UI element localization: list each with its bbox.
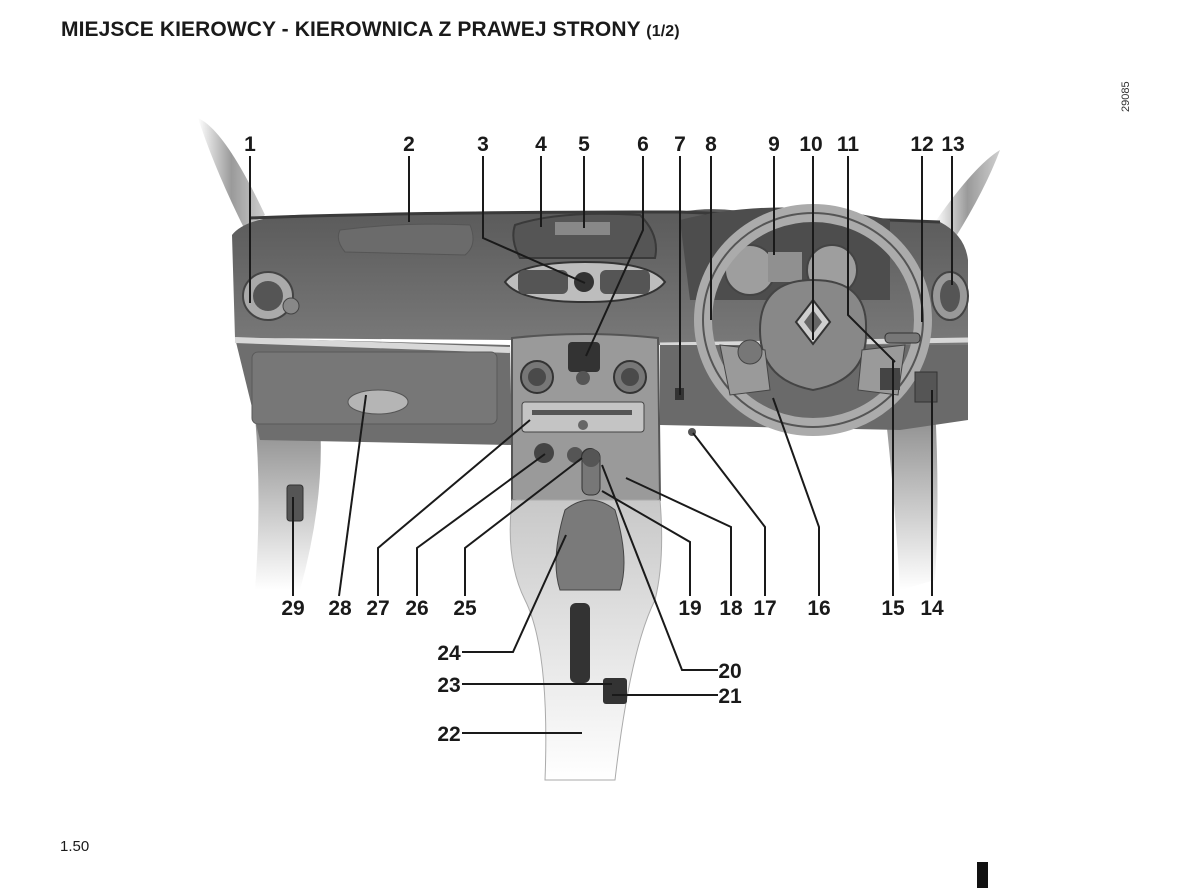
- callout-numbers: 1 2 3 4 5 6 7 8 9 10 11 12 13 14 15 16 1…: [244, 133, 965, 746]
- callout-18: 18: [719, 597, 743, 620]
- callout-21: 21: [718, 685, 742, 708]
- central-display-housing: [512, 212, 657, 259]
- callout-29: 29: [281, 597, 304, 620]
- bonnet-release-handle: [286, 484, 304, 522]
- right-door-panel: [885, 405, 938, 590]
- callout-24: 24: [437, 642, 461, 665]
- callout-4: 4: [535, 133, 547, 156]
- callout-12: 12: [910, 133, 933, 156]
- callout-6: 6: [637, 133, 649, 156]
- callout-14: 14: [920, 597, 944, 620]
- callout-26: 26: [405, 597, 428, 620]
- page-number: 1.50: [60, 838, 90, 855]
- callout-28: 28: [328, 597, 352, 620]
- callout-25: 25: [453, 597, 477, 620]
- callout-2: 2: [403, 133, 415, 156]
- callout-15: 15: [881, 597, 905, 620]
- callout-27: 27: [366, 597, 389, 620]
- callout-16: 16: [807, 597, 830, 620]
- callout-19: 19: [678, 597, 701, 620]
- page-part-indicator: (1/2): [646, 23, 680, 40]
- callout-22: 22: [437, 723, 460, 746]
- callout-8: 8: [705, 133, 717, 156]
- callout-10: 10: [799, 133, 822, 156]
- cluster-display: [768, 252, 802, 282]
- callout-13: 13: [941, 133, 964, 156]
- callout-11: 11: [837, 133, 860, 156]
- right-stalk: [884, 332, 921, 344]
- gear-lever-boot: [555, 499, 625, 591]
- callout-leaders: [249, 156, 953, 734]
- glovebox-handle: [347, 389, 409, 415]
- callout-17: 17: [753, 597, 776, 620]
- callout-1: 1: [244, 133, 256, 156]
- hazard-switch: [568, 342, 600, 372]
- callout-20: 20: [718, 660, 741, 683]
- callout-9: 9: [768, 133, 780, 156]
- callout-7: 7: [674, 133, 686, 156]
- page-edge-marker: [977, 862, 988, 888]
- page-title-text: MIEJSCE KIEROWCY - KIEROWNICA Z PRAWEJ S…: [61, 18, 641, 41]
- radio-unit: [521, 401, 645, 433]
- callout-3: 3: [477, 133, 489, 156]
- left-a-pillar: [198, 118, 265, 230]
- page-title: MIEJSCE KIEROWCY - KIEROWNICA Z PRAWEJ S…: [61, 18, 680, 42]
- handbrake-lever: [570, 603, 590, 683]
- callout-5: 5: [578, 133, 590, 156]
- passenger-airbag-cover: [337, 223, 474, 256]
- callout-23: 23: [437, 674, 460, 697]
